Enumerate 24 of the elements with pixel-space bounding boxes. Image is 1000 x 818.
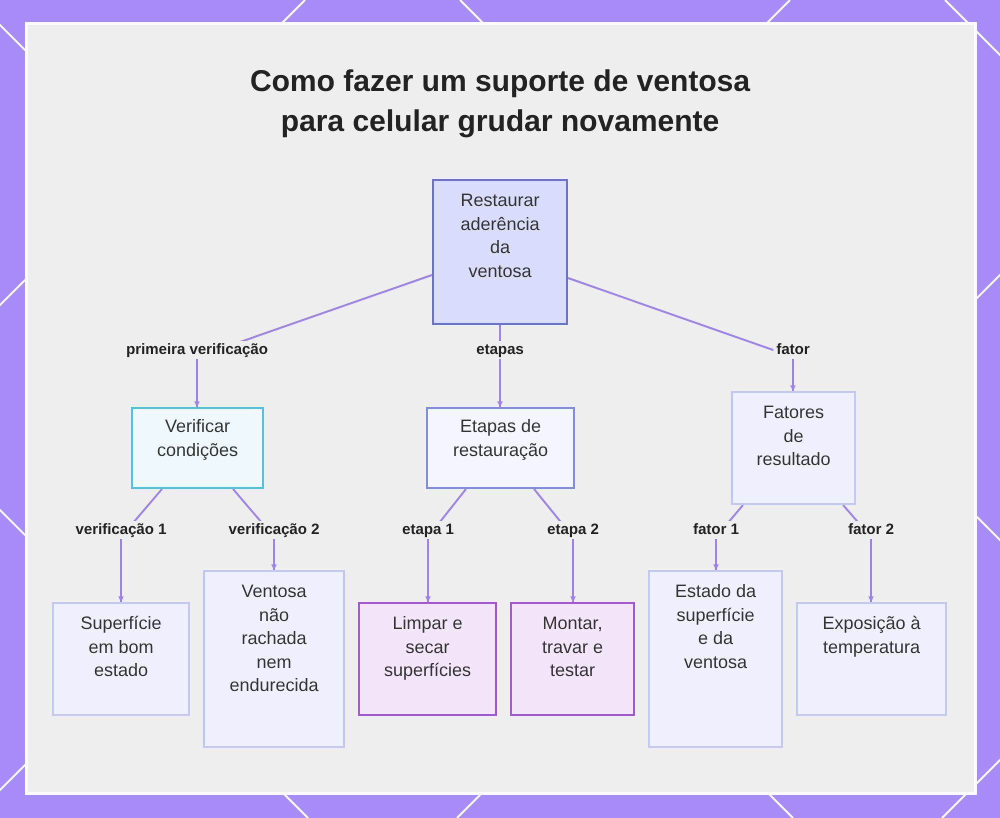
concept-box (510, 602, 635, 716)
node-text: Exposição à temperatura (821, 612, 922, 659)
concept-box (203, 570, 345, 748)
node-text: Etapas de restauração (452, 415, 550, 462)
concept-box (432, 179, 568, 325)
concept-box (426, 407, 575, 489)
node-text: Superfície em bom estado (79, 612, 163, 682)
concept-box (648, 570, 783, 748)
edge-label: fator 1 (690, 521, 742, 539)
node-text: Ventosa não rachada nem endurecida (228, 580, 320, 697)
node-text: Verificar condições (156, 415, 240, 462)
node-text: Fatores de resultado (755, 401, 832, 471)
edge-label: verificação 1 (72, 521, 170, 539)
node-text: Restaurar aderência da ventosa (459, 189, 541, 282)
concept-box (796, 602, 947, 716)
concept-box (358, 602, 497, 716)
node-text: Montar, travar e testar (540, 612, 604, 682)
node-text: Estado da superfície e da ventosa (674, 580, 758, 674)
connector-arrow (568, 277, 796, 391)
concept-box (731, 391, 856, 505)
concept-box (131, 407, 264, 489)
concept-box (52, 602, 190, 716)
title: Como fazer um suporte de ventosa para celular grudar novamente (248, 64, 752, 140)
node-text: Limpar e secar superfícies (382, 612, 472, 682)
